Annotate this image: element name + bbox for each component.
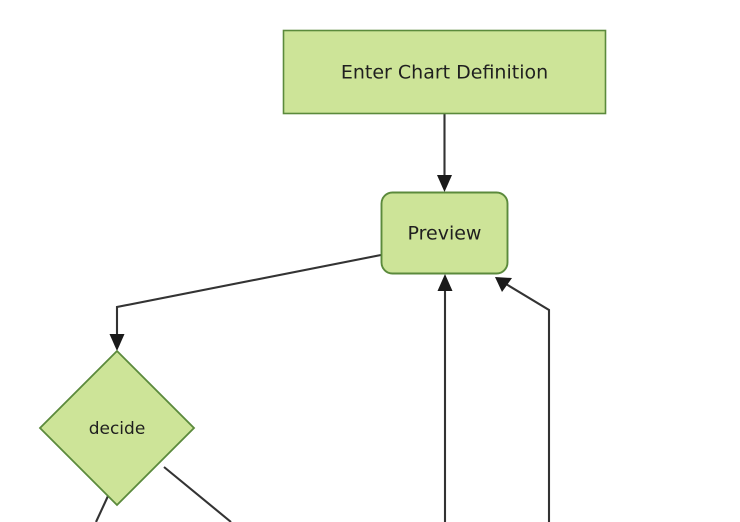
- node-decide[interactable]: decide: [38, 349, 196, 507]
- arrowhead-up-icon: [437, 274, 453, 291]
- node-shape-rounded-rectangle: [380, 191, 509, 275]
- node-layer: Enter Chart Definition Preview decide: [38, 29, 607, 507]
- edge-layer: [95, 114, 551, 522]
- edge-enter-to-preview[interactable]: [437, 114, 452, 192]
- arrowhead-upleft-icon: [495, 277, 512, 292]
- edge-line: [115, 253, 382, 342]
- node-label-preview: Preview: [408, 223, 482, 245]
- node-shape-rectangle: [282, 29, 607, 115]
- edge-bottom-right-to-preview[interactable]: [495, 277, 551, 522]
- node-shape-diamond: [38, 349, 196, 507]
- node-preview[interactable]: Preview: [380, 191, 509, 275]
- node-enter-chart-definition[interactable]: Enter Chart Definition: [282, 29, 607, 115]
- edge-preview-to-decide[interactable]: [109, 253, 382, 351]
- edge-line: [95, 495, 109, 522]
- edge-line: [502, 281, 551, 522]
- edge-decide-right-down[interactable]: [163, 466, 232, 522]
- node-label-enter-chart-definition: Enter Chart Definition: [341, 62, 548, 84]
- arrowhead-down-icon: [437, 175, 452, 192]
- edge-decide-left-down[interactable]: [95, 495, 109, 522]
- edge-bottom-center-to-preview[interactable]: [437, 274, 453, 522]
- edge-line: [163, 466, 232, 522]
- arrowhead-down-icon: [109, 334, 125, 351]
- node-label-decide: decide: [89, 419, 146, 439]
